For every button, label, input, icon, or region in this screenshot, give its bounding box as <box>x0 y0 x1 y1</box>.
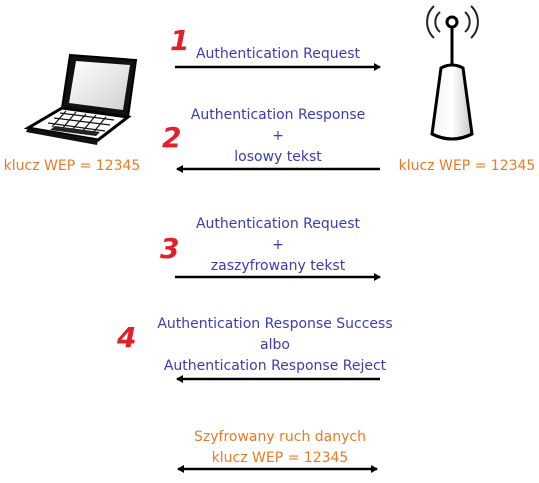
step-number-1: 1 <box>170 24 190 57</box>
step-number-2: 2 <box>162 121 182 154</box>
step-4-message-line-3: Authentication Response Reject <box>163 358 387 374</box>
laptop-icon <box>23 53 138 145</box>
laptop-key-label: klucz WEP = 12345 <box>3 158 141 174</box>
step-2-message-line-3: losowy tekst <box>234 149 322 165</box>
wireless-access-point-icon <box>426 5 479 141</box>
step-4-message-line-2: albo <box>260 337 290 353</box>
step-2-message-line-1: Authentication Response <box>190 107 366 123</box>
data-transfer-line-1: Szyfrowany ruch danych <box>194 429 366 445</box>
data-transfer-line-2: klucz WEP = 12345 <box>211 450 349 466</box>
step-3-message-line-3: zaszyfrowany tekst <box>210 258 346 274</box>
step-3-message-line-1: Authentication Request <box>195 216 361 232</box>
step-1-message: Authentication Request <box>195 46 361 62</box>
step-3-message-line-2: + <box>272 237 284 253</box>
step-2-message-line-2: + <box>272 128 284 144</box>
access-point-key-label: klucz WEP = 12345 <box>398 158 536 174</box>
step-number-3: 3 <box>160 232 180 265</box>
step-number-4: 4 <box>117 321 137 354</box>
step-4-message-line-1: Authentication Response Success <box>157 316 393 332</box>
